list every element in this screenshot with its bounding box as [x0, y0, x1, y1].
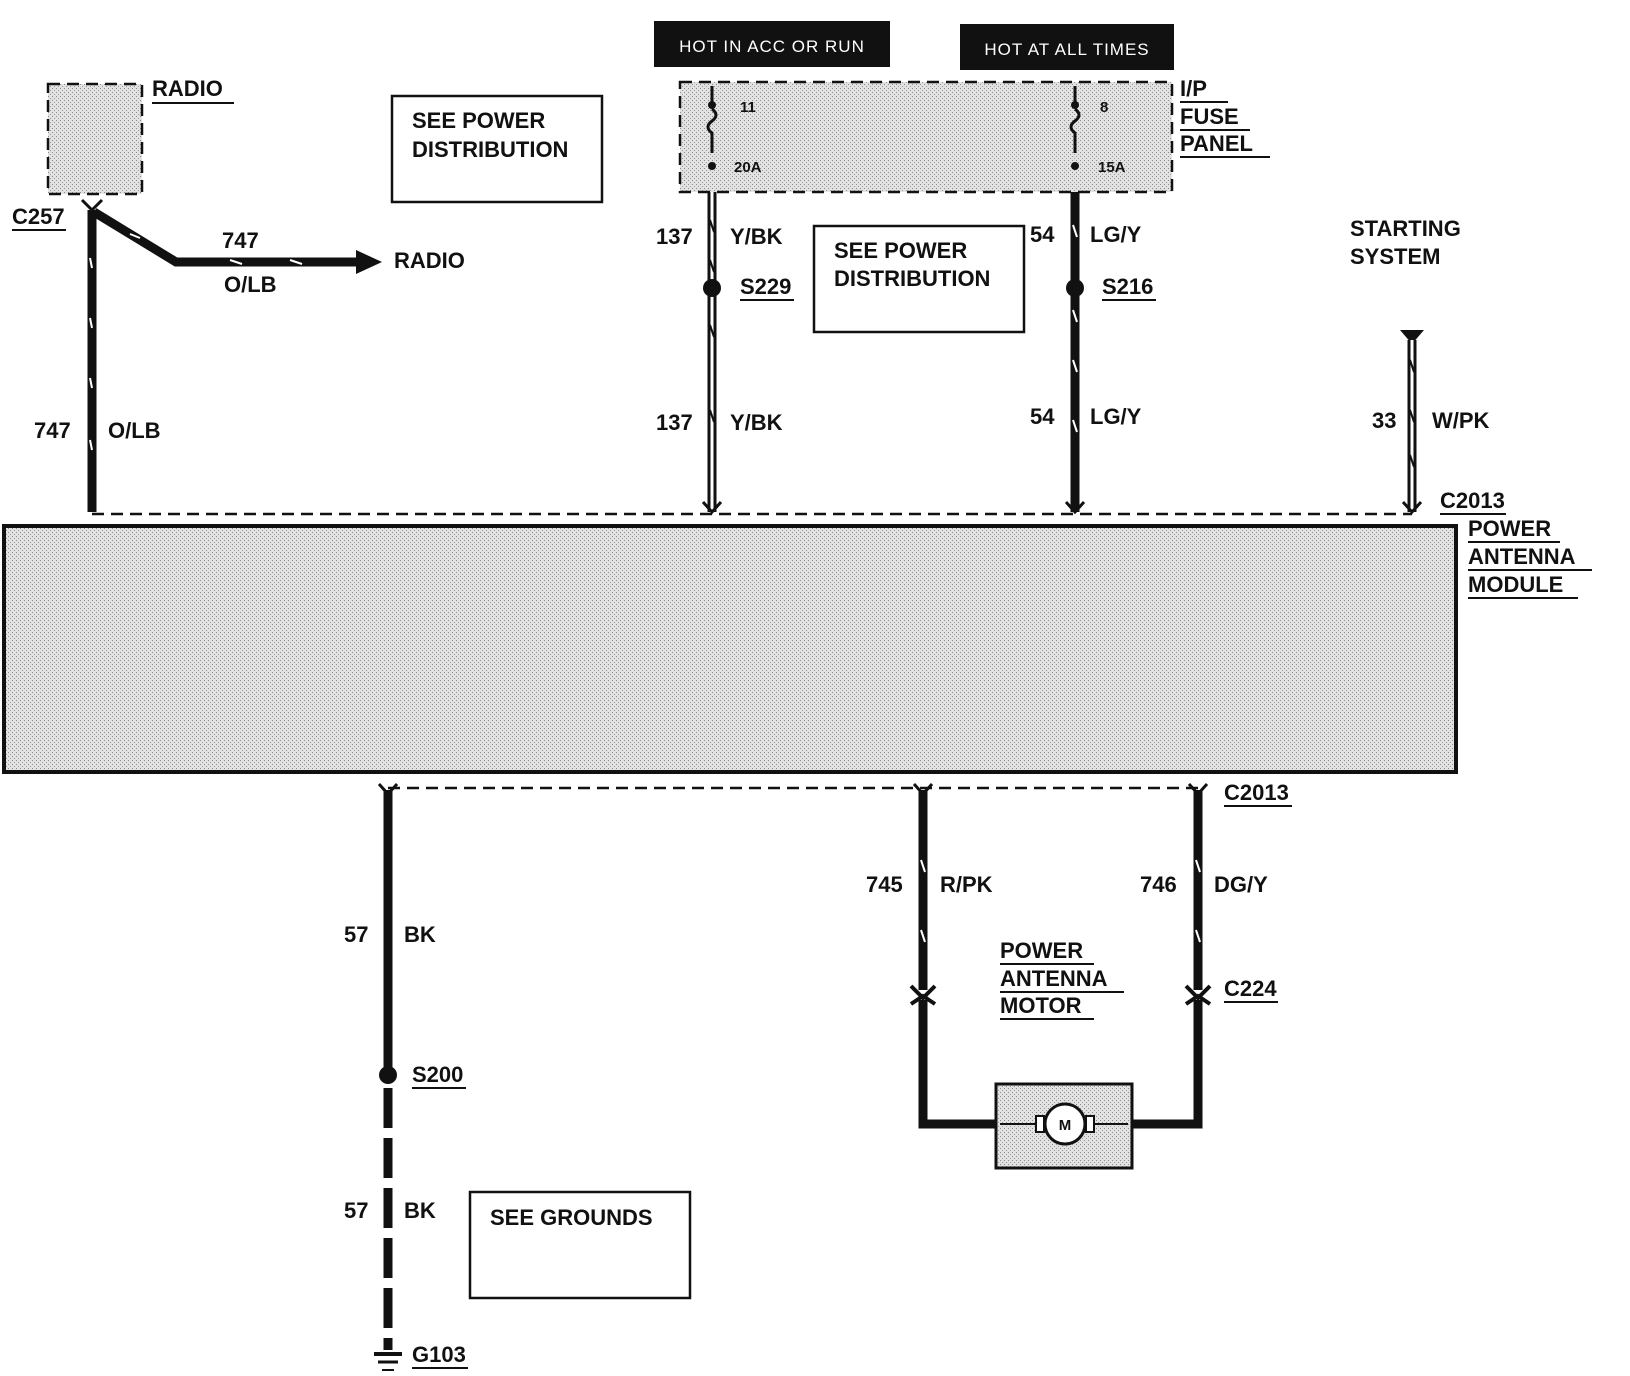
wire-33: 33 W/PK	[1372, 330, 1490, 515]
wire-54-lower-circuit: 54	[1030, 404, 1055, 429]
radio-arrow-label: RADIO	[394, 248, 465, 273]
motor-label-line2: ANTENNA	[1000, 966, 1108, 991]
wire-747-branch-circuit: 747	[222, 228, 259, 253]
fuse-11-rating: 20A	[734, 159, 762, 176]
hot-in-acc-or-run-banner: HOT IN ACC OR RUN	[654, 21, 890, 67]
radio-block-label: RADIO	[152, 76, 223, 101]
hot-acc-run-label: HOT IN ACC OR RUN	[679, 37, 865, 56]
wire-746-color: DG/Y	[1214, 872, 1268, 897]
wire-745-circuit: 745	[866, 872, 903, 897]
power-dist-1-line1: SEE POWER	[412, 108, 545, 133]
starting-system: STARTING SYSTEM	[1350, 216, 1461, 269]
see-grounds-label: SEE GROUNDS	[490, 1205, 653, 1230]
fuse-panel-title-line1: I/P	[1180, 76, 1207, 101]
module-label-line2: ANTENNA	[1468, 544, 1576, 569]
wire-33-color: W/PK	[1432, 408, 1490, 433]
wire-747-main: 747 O/LB	[34, 198, 161, 512]
wire-33-circuit: 33	[1372, 408, 1396, 433]
connector-c2013-bottom-label: C2013	[1224, 780, 1289, 805]
wire-137-lower-circuit: 137	[656, 410, 693, 435]
wire-747-branch-color: O/LB	[224, 272, 277, 297]
wire-54-upper-color: LG/Y	[1090, 222, 1142, 247]
wire-745-color: R/PK	[940, 872, 993, 897]
wire-137: 137 Y/BK S229 137 Y/BK	[656, 192, 794, 515]
fuse-panel-title-line2: FUSE	[1180, 104, 1239, 129]
splice-s200-dot	[379, 1066, 397, 1084]
ground-g103-symbol: G103	[374, 1342, 468, 1371]
ip-fuse-panel: I/P FUSE PANEL 11 20A 8 15A	[678, 76, 1270, 194]
wire-747-main-color: O/LB	[108, 418, 161, 443]
see-power-distribution-box-1: SEE POWER DISTRIBUTION	[390, 94, 604, 204]
splice-s229-dot	[703, 279, 721, 297]
motor-symbol-label: M	[1059, 1117, 1072, 1134]
module-label-line1: POWER	[1468, 516, 1551, 541]
wire-137-lower-color: Y/BK	[730, 410, 783, 435]
fuse-panel-title-line3: PANEL	[1180, 131, 1253, 156]
motor-icon: M	[994, 1082, 1134, 1170]
splice-s229-label: S229	[740, 274, 791, 299]
wire-57-upper-circuit: 57	[344, 922, 368, 947]
wire-54-upper-circuit: 54	[1030, 222, 1055, 247]
fuse-11-symbol: 11 20A	[706, 86, 762, 176]
splice-s200-label: S200	[412, 1062, 463, 1087]
see-power-distribution-box-2: SEE POWER DISTRIBUTION	[812, 224, 1026, 334]
starting-system-line1: STARTING	[1350, 216, 1461, 241]
radio-component: RADIO	[46, 76, 234, 196]
see-grounds-box: SEE GROUNDS	[468, 1190, 692, 1300]
splice-s216-label: S216	[1102, 274, 1153, 299]
power-antenna-module: POWER ANTENNA MODULE	[2, 516, 1592, 774]
connector-c257-label: C257	[12, 204, 65, 229]
connector-c224-label: C224	[1224, 976, 1277, 1001]
wire-137-upper-color: Y/BK	[730, 224, 783, 249]
wire-746: 746 DG/Y C224	[1130, 782, 1278, 1129]
fuse-11-number: 11	[740, 99, 756, 116]
power-dist-1-line2: DISTRIBUTION	[412, 137, 568, 162]
wire-747-main-circuit: 747	[34, 418, 71, 443]
fuse-8-symbol: 8 15A	[1069, 86, 1126, 176]
wire-57-lower-circuit: 57	[344, 1198, 368, 1223]
hot-all-times-label: HOT AT ALL TIMES	[984, 40, 1149, 59]
motor-label-line3: MOTOR	[1000, 993, 1082, 1018]
connector-c2013-top-label: C2013	[1440, 488, 1505, 513]
starting-system-line2: SYSTEM	[1350, 244, 1440, 269]
hot-at-all-times-banner: HOT AT ALL TIMES	[960, 24, 1174, 70]
wire-54-lower-color: LG/Y	[1090, 404, 1142, 429]
wire-54: 54 LG/Y S216 54 LG/Y	[1030, 192, 1156, 515]
module-label-line3: MODULE	[1468, 572, 1563, 597]
wire-57: 57 BK S200 57 BK	[344, 782, 466, 1350]
splice-s216-dot	[1066, 279, 1084, 297]
power-antenna-motor-label: POWER ANTENNA MOTOR	[1000, 938, 1124, 1020]
wire-57-upper-color: BK	[404, 922, 436, 947]
wire-745: 745 R/PK	[866, 782, 1000, 1129]
wire-137-upper-circuit: 137	[656, 224, 693, 249]
power-dist-2-line1: SEE POWER	[834, 238, 967, 263]
fuse-8-number: 8	[1100, 99, 1108, 116]
fuse-8-rating: 15A	[1098, 159, 1126, 176]
ground-g103-label: G103	[412, 1342, 466, 1367]
wire-57-lower-color: BK	[404, 1198, 436, 1223]
motor-label-line1: POWER	[1000, 938, 1083, 963]
wire-747-branch: 747 O/LB RADIO	[91, 208, 465, 297]
power-dist-2-line2: DISTRIBUTION	[834, 266, 990, 291]
wire-746-circuit: 746	[1140, 872, 1177, 897]
